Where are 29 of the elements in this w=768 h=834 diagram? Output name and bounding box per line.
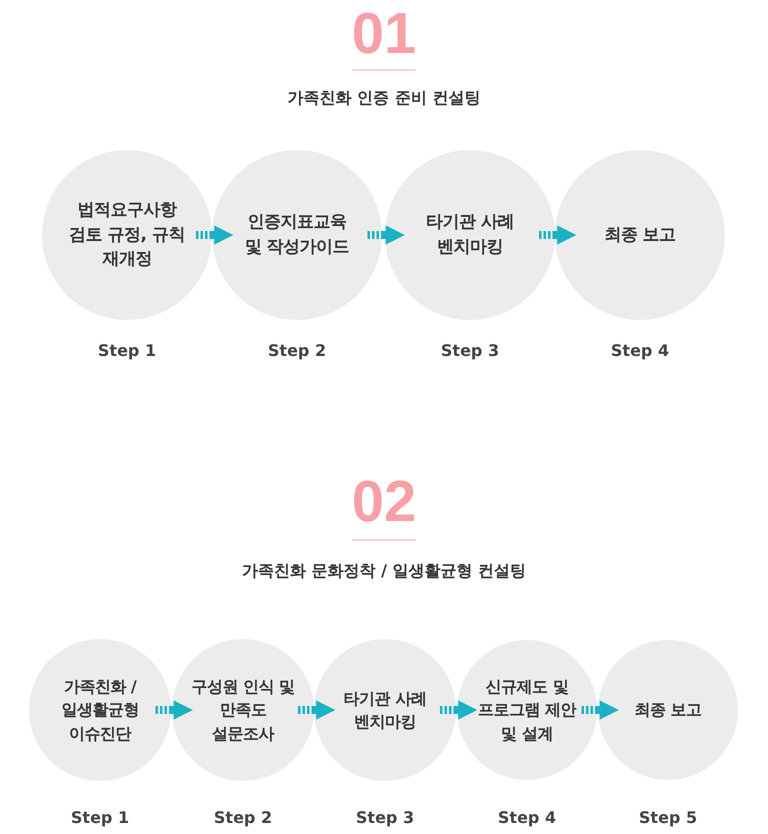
arrow <box>156 700 193 720</box>
step-label: Step 4 <box>498 808 556 827</box>
section-number: 02 <box>352 473 416 531</box>
step-text: 최종 보고 <box>633 699 703 722</box>
step-text: 타기관 사례 벤치마킹 <box>425 211 515 259</box>
step-label: Step 3 <box>356 808 414 827</box>
step-label: Step 5 <box>638 808 698 827</box>
step-label: Step 2 <box>268 341 326 360</box>
arrow <box>368 225 405 245</box>
arrow <box>196 225 234 245</box>
step-label: Step 1 <box>98 341 156 360</box>
step-label: Step 4 <box>610 341 670 360</box>
step-label: Step 1 <box>70 808 130 827</box>
step-text: 인증지표교육 및 작성가이드 <box>244 211 350 259</box>
arrow <box>440 700 478 720</box>
step-text: 최종 보고 <box>603 224 677 247</box>
section-number: 01 <box>352 5 416 63</box>
step-text: 구성원 인식 및 만족도 설문조사 <box>190 676 296 745</box>
arrow <box>539 225 576 245</box>
step-text: 타기관 사례 벤치마킹 <box>342 688 428 733</box>
arrow <box>298 700 336 720</box>
step-text: 신규제도 및 프로그램 제안 및 설계 <box>476 676 578 745</box>
step-label: Step 3 <box>440 341 500 360</box>
section-title: 가족친화 문화정착 / 일생활균형 컨설팅 <box>242 561 526 582</box>
step-label: Step 2 <box>214 808 272 827</box>
section-title: 가족친화 인증 준비 컨설팅 <box>288 88 480 109</box>
step-text: 가족친화 / 일생활균형 이슈진단 <box>60 676 140 745</box>
arrow <box>582 700 619 720</box>
step-text: 법적요구사항 검토 규정, 규칙 재개정 <box>68 199 186 272</box>
